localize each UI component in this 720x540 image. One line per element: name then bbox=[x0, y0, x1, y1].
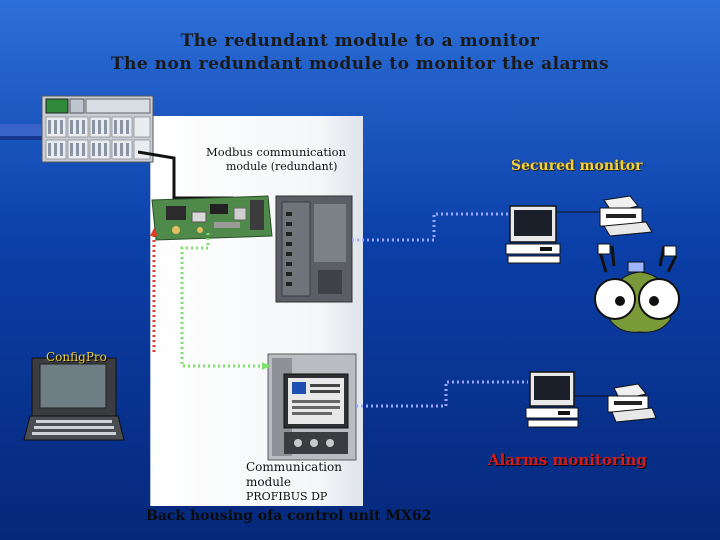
modbus-label-line-1: Modbus communication bbox=[206, 145, 346, 159]
laptop-icon bbox=[23, 357, 125, 441]
decorative-stripe-shadow bbox=[0, 136, 45, 140]
title-line-2: The non redundant module to monitor the … bbox=[110, 54, 610, 74]
circuit-board-icon bbox=[151, 195, 273, 241]
control-panel-icon bbox=[41, 95, 154, 163]
profibus-module-icon bbox=[267, 353, 357, 461]
printer-icon bbox=[599, 195, 653, 237]
alarm-face-icon bbox=[594, 243, 680, 333]
profibus-to-modbus-link bbox=[180, 232, 270, 368]
alarms-monitoring-label: Alarms monitoring bbox=[488, 451, 647, 469]
arrowhead-right bbox=[262, 362, 270, 370]
back-housing-label: Back housing ofa control unit MX62 bbox=[146, 508, 432, 524]
decorative-stripe bbox=[0, 124, 45, 136]
configpro-label: ConfigPro bbox=[46, 350, 107, 364]
computer-monitor-icon bbox=[525, 371, 608, 428]
din-rail-module-icon bbox=[275, 195, 353, 303]
printer-icon bbox=[607, 383, 657, 423]
arrowhead-up bbox=[150, 228, 158, 236]
profibus-label-line-1: Communication bbox=[246, 460, 342, 474]
modbus-to-secured-monitor-link bbox=[352, 212, 508, 242]
title-line-1: The redundant module to a monitor bbox=[180, 31, 540, 51]
computer-monitor-icon bbox=[505, 205, 604, 264]
secured-monitor-label: Secured monitor bbox=[511, 158, 643, 174]
modbus-label-line-2: module (redundant) bbox=[226, 160, 338, 173]
profibus-label-line-2: module bbox=[246, 475, 291, 489]
profibus-label-line-3: PROFIBUS DP bbox=[246, 490, 328, 503]
profibus-to-alarm-monitor-link bbox=[356, 380, 528, 408]
